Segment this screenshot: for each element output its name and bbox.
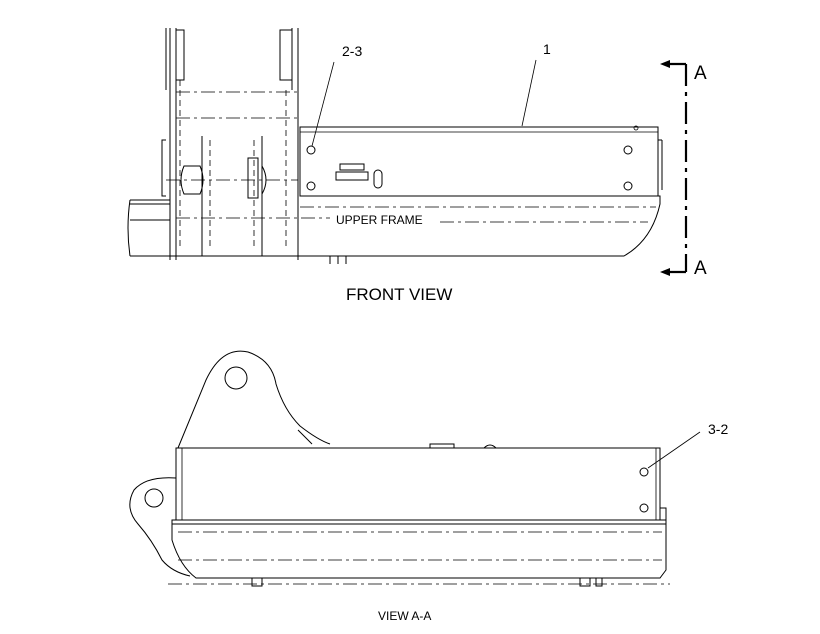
section-label-a-bottom: A xyxy=(694,258,707,279)
upper-frame-body xyxy=(176,195,661,264)
upper-frame-label: UPPER FRAME xyxy=(336,213,423,227)
callout-3-2: 3-2 xyxy=(708,421,728,437)
arrow-icon xyxy=(660,268,670,276)
bolt-hole xyxy=(639,467,649,477)
leader-lines-aa xyxy=(647,431,701,469)
pin-hole xyxy=(144,488,164,508)
callout-2-3: 2-3 xyxy=(342,43,362,59)
view-aa xyxy=(129,350,701,587)
bolt-hole xyxy=(306,145,316,155)
callout-1: 1 xyxy=(543,41,551,57)
bolt-hole xyxy=(306,181,316,191)
section-label-a-top: A xyxy=(694,63,707,84)
leader-lines xyxy=(311,59,537,147)
bolt-hole xyxy=(623,145,633,155)
frame-uprights xyxy=(161,28,299,260)
handle xyxy=(335,163,369,181)
frame-body-section xyxy=(168,507,670,587)
front-view xyxy=(127,28,688,276)
bolt-hole xyxy=(623,181,633,191)
upper-lug xyxy=(177,350,497,449)
lower-lug xyxy=(129,477,191,577)
cover-plate xyxy=(299,125,663,197)
bolt-hole xyxy=(639,503,649,513)
view-aa-title: VIEW A-A xyxy=(378,609,431,623)
arrow-icon xyxy=(660,60,670,68)
left-frame-stub xyxy=(127,199,300,257)
pin-hole xyxy=(224,366,248,390)
side-cover-plate xyxy=(175,447,661,521)
front-view-title: FRONT VIEW xyxy=(346,285,452,304)
section-cut-line xyxy=(660,60,688,276)
slot xyxy=(373,169,383,189)
